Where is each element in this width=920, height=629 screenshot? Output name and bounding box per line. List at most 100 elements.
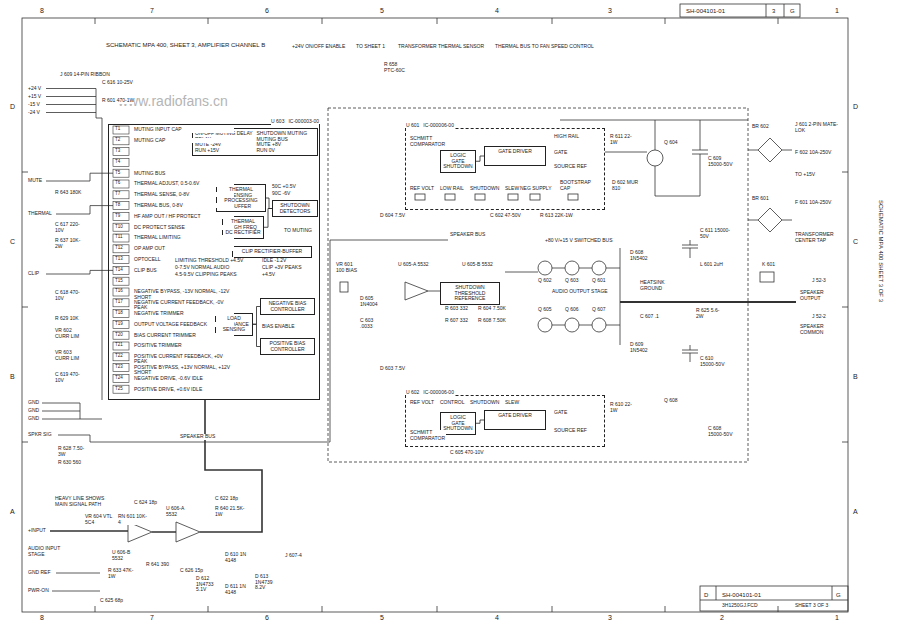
component-label: GND REF bbox=[28, 570, 51, 576]
terminal-pin bbox=[113, 191, 129, 199]
terminal-pin bbox=[113, 299, 129, 307]
component-label: U 606-B 5532 bbox=[112, 550, 142, 561]
pin-number: T18 bbox=[115, 311, 123, 316]
component-label: R 604 7.50K bbox=[478, 306, 506, 312]
pin-number: T17 bbox=[115, 300, 123, 305]
terminal-pin bbox=[113, 353, 129, 361]
signal-name: MUTING CAP bbox=[134, 138, 234, 143]
component-label: +15 V bbox=[28, 94, 41, 100]
grid-reference: 3 bbox=[608, 7, 612, 15]
ic-heading: U 602IC-000006-00 bbox=[406, 390, 454, 397]
signal-name: HF AMP OUT / HF PROTECT bbox=[134, 214, 234, 219]
component-label: +INPUT bbox=[28, 528, 46, 534]
signal-name: OUTPUT VOLTAGE FEEDBACK bbox=[134, 322, 234, 327]
grid-reference: C bbox=[853, 238, 858, 246]
component-label: BR 601 bbox=[752, 196, 769, 202]
terminal-pin bbox=[113, 180, 129, 188]
pin-number: T12 bbox=[115, 246, 123, 251]
component-label: SPKR SIG bbox=[28, 432, 52, 438]
block-label: NEGATIVE BIAS CONTROLLER bbox=[263, 301, 312, 312]
pin-number: T7 bbox=[115, 192, 120, 197]
component-label: HIGH RAIL bbox=[554, 134, 579, 140]
component-label: AUDIO OUTPUT STAGE bbox=[552, 289, 608, 295]
signal-name: THERMAL SENSE, 0-8V bbox=[134, 192, 234, 197]
ic-part-number: IC-000006-00 bbox=[423, 123, 454, 129]
block-label: GATE DRIVER bbox=[487, 149, 543, 155]
component-label: Q 607 bbox=[592, 307, 606, 313]
grid-reference: 4 bbox=[495, 614, 499, 622]
component-label: -15 V bbox=[28, 102, 40, 108]
component-label: HEATSINK GROUND bbox=[640, 280, 676, 291]
component-label: VR 604 VTL 5C4 bbox=[85, 514, 113, 525]
signal-note: R 658 bbox=[384, 62, 397, 68]
grid-reference: 5 bbox=[380, 614, 384, 622]
component-label: R 641 390 bbox=[146, 562, 169, 568]
terminal-pin bbox=[113, 288, 129, 296]
component-label: R 608 7.50K bbox=[478, 318, 506, 324]
component-label: C 624 18p bbox=[134, 500, 157, 506]
function-box: SHUTDOWN DETECTORS bbox=[272, 200, 318, 217]
component-label: C 603 .0033 bbox=[360, 318, 386, 329]
terminal-pin bbox=[113, 126, 129, 134]
component-label: +80 V/+15 V SWITCHED BUS bbox=[545, 238, 613, 244]
function-box: GATE DRIVER bbox=[484, 146, 546, 166]
component-label: F 601 10A-250V bbox=[795, 200, 835, 206]
grid-reference: A bbox=[853, 508, 858, 516]
signal-note: TO MUTING bbox=[284, 228, 312, 234]
component-label: VR 603 CURR LIM bbox=[55, 350, 85, 361]
component-label: D 609 1N5402 bbox=[630, 342, 660, 353]
pin-number: T5 bbox=[115, 171, 120, 176]
pin-number: T6 bbox=[115, 181, 120, 186]
terminal-pin bbox=[113, 148, 129, 156]
signal-note: TO SHEET 1 bbox=[356, 44, 385, 50]
sheet-title: SCHEMATIC MPA 400, SHEET 3, AMPLIFIER CH… bbox=[106, 42, 265, 49]
terminal-pin bbox=[113, 245, 129, 253]
pin-number: T24 bbox=[115, 376, 123, 381]
block-label: SHUTDOWN bbox=[443, 426, 473, 432]
signal-wire bbox=[253, 324, 260, 346]
component-label: J 601 2-PIN MATE-LOK bbox=[795, 122, 845, 133]
component-label: C 611 15000-50V bbox=[700, 228, 730, 239]
pin-number: T3 bbox=[115, 149, 120, 154]
signal-note: TRANSFORMER THERMAL SENSOR bbox=[398, 44, 484, 50]
component-label: SPEAKER BUS bbox=[450, 232, 485, 238]
component-label: C 607 .1 bbox=[640, 314, 659, 320]
grid-reference: 4 bbox=[495, 7, 499, 15]
grid-reference: 2 bbox=[720, 614, 724, 622]
terminal-pin bbox=[113, 169, 129, 177]
component-label: RN 601 10K-4 bbox=[118, 514, 148, 525]
component-label: NEG SUPPLY bbox=[520, 186, 552, 192]
grid-reference: C bbox=[10, 238, 15, 246]
signal-name: DC PROTECT SENSE bbox=[134, 225, 234, 230]
component-label: D 602 MUR 810 bbox=[612, 180, 642, 191]
component-label: Q 603 bbox=[565, 278, 579, 284]
component-label: SOURCE REF bbox=[554, 428, 587, 434]
title-block-text: 3 bbox=[772, 8, 775, 15]
signal-note: +24V ON/OFF ENABLE bbox=[292, 44, 345, 50]
component-label: C 617 220-10V bbox=[55, 222, 85, 233]
pin-number: T10 bbox=[115, 225, 123, 230]
title-block-text: SH-004101-01 bbox=[686, 8, 725, 15]
margin-note: SCHEMATIC MPA 400 SHEET 3 OF 3 bbox=[877, 200, 884, 302]
title-block-text: G bbox=[836, 592, 841, 599]
component-label: MUTE bbox=[28, 178, 42, 184]
ic-part-number: IC-000003-00 bbox=[288, 119, 319, 125]
terminal-pin bbox=[113, 310, 129, 318]
component-label: GATE bbox=[554, 410, 567, 416]
ic-part-number: U 602 bbox=[406, 390, 419, 396]
component-label: R 611 22-1W bbox=[610, 134, 638, 145]
component-label: U 605-A 5532 bbox=[398, 262, 429, 268]
terminal-pin bbox=[113, 266, 129, 274]
component-label: R 630 560 bbox=[58, 460, 81, 466]
grid-reference: 6 bbox=[265, 7, 269, 15]
component-label: SPEAKER BUS bbox=[180, 434, 215, 440]
component-label: C 609 15000-50V bbox=[708, 156, 738, 167]
pin-number: T22 bbox=[115, 354, 123, 359]
block-label: GATE DRIVER bbox=[487, 413, 543, 419]
signal-note: LIMITING THRESHOLD +4.5V bbox=[175, 258, 243, 264]
title-block-text: G bbox=[790, 8, 795, 15]
component-label: BOOTSTRAP CAP bbox=[560, 180, 590, 191]
signal-note: PTC-60C bbox=[384, 68, 405, 74]
signal-name: NEGATIVE TRIMMER bbox=[134, 311, 234, 316]
pin-number: T25 bbox=[115, 387, 123, 392]
